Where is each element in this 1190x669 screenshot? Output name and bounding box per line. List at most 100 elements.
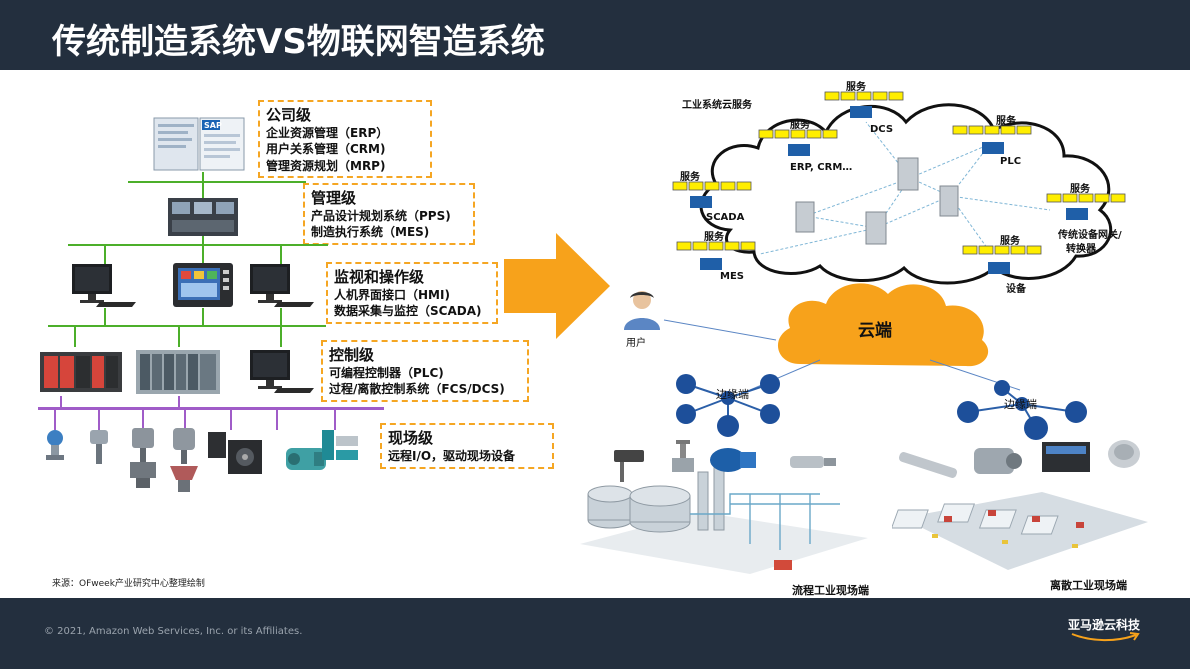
dcs-rack-icon [136, 350, 220, 394]
pressure-transmitter-icon [46, 430, 64, 460]
desktop-computer-icon [250, 350, 314, 393]
encoder-icon [1108, 440, 1140, 468]
level-line: 过程/离散控制系统（FCS/DCS) [329, 382, 505, 397]
source-note: 来源：OFweek产业研究中心整理绘制 [52, 579, 205, 589]
level-line: 用户关系管理（CRM) [266, 142, 386, 157]
edge-cluster-right [957, 380, 1087, 440]
node-label-erp-crm: ERP, CRM… [790, 162, 853, 173]
edge-cluster-left [676, 374, 780, 437]
control-room-icon [168, 198, 238, 236]
service-label: 服务 [1070, 184, 1090, 195]
level-company: 公司级 企业资源管理（ERP） 用户关系管理（CRM) 管理资源规划（MRP) [258, 100, 432, 178]
pump-icon [710, 448, 756, 472]
proximity-sensor-icon [322, 430, 358, 460]
fieldbus-drop [178, 396, 180, 408]
fieldbus [38, 407, 384, 410]
level-title: 监视和操作级 [334, 268, 425, 286]
service-label: 服务 [790, 120, 810, 131]
sensor-icon [790, 456, 836, 468]
cloud-service-title: 工业系统云服务 [682, 100, 752, 111]
network-drop [178, 325, 180, 347]
edge-label-left: 边缘端 [716, 388, 749, 401]
hmi-panel-icon [173, 263, 233, 307]
desktop-computer-icon [250, 264, 314, 307]
linear-actuator-icon [898, 452, 958, 478]
service-label: 服务 [1000, 236, 1020, 247]
service-node-scada [672, 181, 752, 208]
site-label-process: 流程工业现场端 [792, 584, 869, 597]
level-title: 现场级 [388, 429, 434, 447]
node-label-plc: PLC [1000, 156, 1022, 167]
valve-icon [672, 440, 694, 472]
user-icon [624, 291, 660, 330]
controller-icon [1042, 442, 1090, 472]
fieldbus-drop [184, 408, 186, 430]
valve-actuator-icon [130, 428, 156, 488]
fieldbus-drop [276, 408, 278, 430]
service-node-gateway [1046, 193, 1126, 220]
network-drop [202, 244, 204, 264]
service-label: 服务 [680, 172, 700, 183]
node-label-device: 设备 [1006, 284, 1026, 295]
copyright-text: © 2021, Amazon Web Services, Inc. or its… [44, 626, 303, 637]
cloud-end-icon [777, 283, 989, 367]
node-label-dcs: DCS [870, 124, 894, 135]
node-label-gateway: 传统设备网关/ [1058, 230, 1122, 241]
service-node-dcs [824, 91, 904, 118]
network-drop [104, 308, 106, 325]
level-line: 企业资源管理（ERP） [266, 126, 389, 141]
camera-icon [614, 450, 644, 482]
network-drop [202, 235, 204, 244]
network-drop [202, 308, 204, 325]
network-bus [48, 325, 326, 327]
footer-bar: © 2021, Amazon Web Services, Inc. or its… [0, 598, 1190, 669]
network-drop [280, 244, 282, 264]
page-title: 传统制造系统VS物联网智造系统 [52, 22, 545, 62]
fieldbus-drop [334, 408, 336, 430]
sap-logo-text: SAP [204, 121, 222, 130]
network-drop [202, 172, 204, 182]
level-line: 数据采集与监控（SCADA) [334, 304, 482, 319]
fieldbus-drop [142, 408, 144, 430]
transition-arrow-icon [504, 233, 610, 339]
network-drop [74, 325, 76, 347]
user-label: 用户 [626, 338, 646, 349]
fieldbus-drop [98, 408, 100, 430]
brand-name: 亚马逊云科技 [1068, 618, 1141, 632]
service-label: 服务 [846, 82, 866, 93]
sensor-transmitter-icon [90, 430, 108, 464]
node-label-gateway-2: 转换器 [1066, 244, 1096, 255]
discrete-factory-illustration [892, 440, 1148, 570]
level-control: 控制级 可编程控制器（PLC) 过程/离散控制系统（FCS/DCS) [321, 340, 529, 402]
node-label-scada: SCADA [706, 212, 745, 223]
level-monitoring: 监视和操作级 人机界面接口（HMI) 数据采集与监控（SCADA) [326, 262, 498, 324]
node-label-mes: MES [720, 271, 744, 282]
brand-smile-icon [1071, 632, 1140, 642]
level-title: 公司级 [266, 106, 312, 124]
level-line: 远程I/O，驱动现场设备 [388, 449, 516, 464]
level-line: 管理资源规划（MRP) [266, 158, 386, 173]
level-line: 产品设计规划系统（PPS) [311, 209, 451, 224]
network-bus [68, 244, 328, 246]
network-drop [280, 308, 282, 325]
service-node-plc [952, 125, 1032, 154]
service-node-erp [758, 129, 838, 156]
level-title: 管理级 [311, 189, 357, 207]
level-field: 现场级 远程I/O，驱动现场设备 [380, 423, 554, 469]
header-bar: 传统制造系统VS物联网智造系统 [0, 0, 1190, 70]
erp-screen-icon: SAP [153, 117, 245, 171]
site-label-discrete: 离散工业现场端 [1050, 579, 1127, 592]
level-line: 可编程控制器（PLC) [329, 366, 444, 381]
control-valve-icon [170, 428, 198, 492]
edge-label-right: 边缘端 [1004, 398, 1037, 411]
service-label: 服务 [704, 232, 724, 243]
level-title: 控制级 [329, 346, 375, 364]
network-drop [202, 182, 204, 200]
cloud-end-label: 云端 [858, 321, 892, 341]
network-bus [128, 181, 306, 183]
level-line: 制造执行系统（MES) [311, 225, 430, 240]
level-line: 人机界面接口（HMI) [334, 288, 450, 303]
plc-rack-icon [40, 352, 122, 392]
network-drop [280, 325, 282, 347]
servo-motor-icon [208, 432, 262, 474]
